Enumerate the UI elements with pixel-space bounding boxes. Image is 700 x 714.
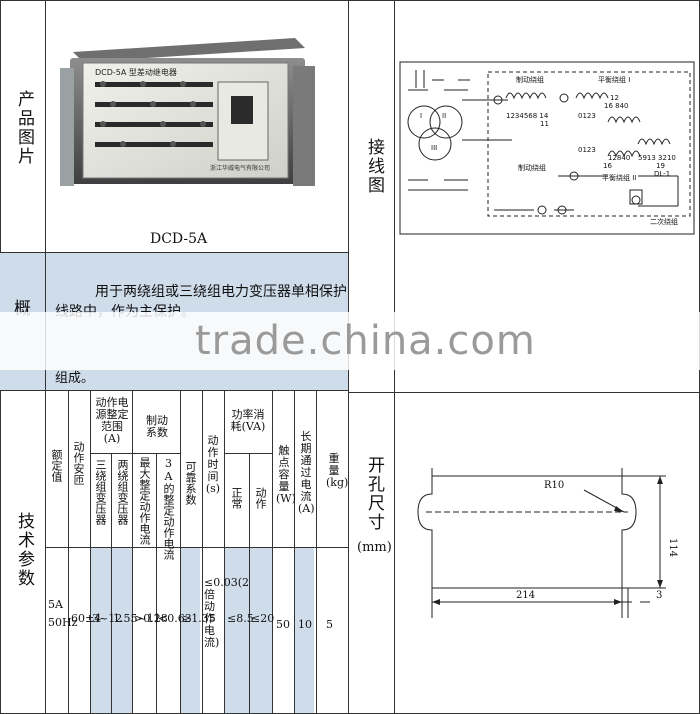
value-3a: <0.63 [158, 612, 192, 625]
header-range: 动作安匝 [72, 441, 85, 485]
product-caption: DCD-5A [150, 231, 208, 247]
header-long: 长期通过电流(A) [298, 430, 315, 515]
value-contact: 50 [276, 618, 290, 631]
taps-b: 0123 [578, 112, 596, 120]
wiring-label: 接线图 [364, 138, 384, 195]
value-two: 1.55~12 [113, 612, 161, 625]
taps-d2: 19 [656, 162, 665, 170]
subheader-three: 三绕组变压器 [94, 459, 107, 525]
header-power: 功率消耗(VA) [230, 408, 266, 433]
wiring-diagram: I II III 制动绕组 平衡绕组 I 制动绕组 平衡绕组 II 二次绕组 1… [399, 61, 695, 235]
cutout-unit: (mm) [357, 540, 392, 555]
taps-c2: 12840 [608, 154, 630, 162]
taps-a2: 11 [540, 120, 549, 128]
header-rated: 额定值 [50, 449, 63, 482]
height-dimension: 114 [667, 538, 678, 557]
taps-c3: 16 [603, 162, 612, 170]
offset-dimension: 3 [656, 590, 662, 601]
subheader-action: 动作 [254, 487, 267, 509]
value-normal: ≤8.5 [227, 612, 254, 625]
taps-b3: 16 840 [604, 102, 629, 110]
subheader-3a: 3A的整定动作电流 [162, 457, 175, 560]
divider [348, 392, 700, 393]
value-rated-frequency: 50Hz [48, 616, 78, 629]
value-weight: 5 [326, 618, 333, 631]
header-brake: 制动系数 [146, 414, 168, 439]
value-time: ≤0.03(2倍动作电流) [204, 576, 249, 649]
dl-label: DL-1 [654, 170, 670, 178]
balance-coil-label-2: 平衡绕组 II [602, 173, 636, 182]
value-long: 10 [298, 618, 312, 631]
taps-a: 1234568 14 [506, 112, 549, 120]
header-reliab: 可靠系数 [184, 461, 197, 505]
winding-label-1: I [420, 112, 422, 120]
balance-coil-label-1: 平衡绕组 I [598, 75, 630, 84]
header-contact: 触点容量(W) [276, 444, 296, 505]
winding-label-2: II [442, 112, 446, 120]
value-reliab: ≥1.35 [182, 612, 216, 625]
product-image-label: 产品图片 [14, 90, 34, 166]
cutout-label: 开孔尺寸 [364, 456, 384, 532]
secondary-coil-label: 二次绕组 [650, 217, 678, 226]
header-time: 动作时间(s) [205, 434, 221, 495]
value-rated-current: 5A [48, 598, 63, 611]
winding-label-3: III [431, 144, 437, 152]
value-range: 60±4 [71, 612, 102, 625]
param-table: 额定值 动作安匝 动作电源整定范围(A) 制动系数 可靠系数 动作时间(s) 功… [46, 391, 348, 713]
subheader-normal: 正常 [230, 487, 243, 509]
subheader-two: 两绕组变压器 [116, 459, 129, 525]
watermark-band [0, 312, 700, 370]
subheader-max: 最大整定动作电流 [138, 457, 151, 545]
overview-line-1: 用于两绕组或三绕组电力变压器单相保护 [95, 284, 347, 300]
divider [0, 390, 348, 391]
header-setting: 动作电源整定范围(A) [95, 396, 129, 445]
divider [0, 252, 348, 253]
taps-d: 5913 3210 [638, 154, 676, 162]
brake-coil-label-1: 制动绕组 [516, 75, 544, 84]
header-weight: 重量(kg) [326, 452, 349, 489]
tech-params-label: 技术参数 [14, 512, 34, 588]
taps-b2: 12 [610, 94, 619, 102]
value-max: >0.18 [134, 612, 168, 625]
width-dimension: 214 [516, 590, 535, 601]
relay-panel-title: DCD-5A 型差动继电器 [95, 67, 177, 77]
cutout-drawing: R10 214 114 3 [417, 468, 678, 618]
taps-c: 0123 [578, 146, 596, 154]
overview-line-3: 组成。 [55, 371, 95, 386]
relay-maker: 浙江华威电气有限公司 [210, 164, 270, 172]
value-three: 3~12 [92, 612, 123, 625]
value-action: ≤20 [251, 612, 275, 625]
radius-label: R10 [544, 480, 564, 491]
watermark-text: trade.china.com [195, 318, 536, 364]
relay-product-image: DCD-5A 型差动继电器 浙江华威电气有限公司 [60, 38, 315, 186]
brake-coil-label-2: 制动绕组 [518, 163, 546, 172]
